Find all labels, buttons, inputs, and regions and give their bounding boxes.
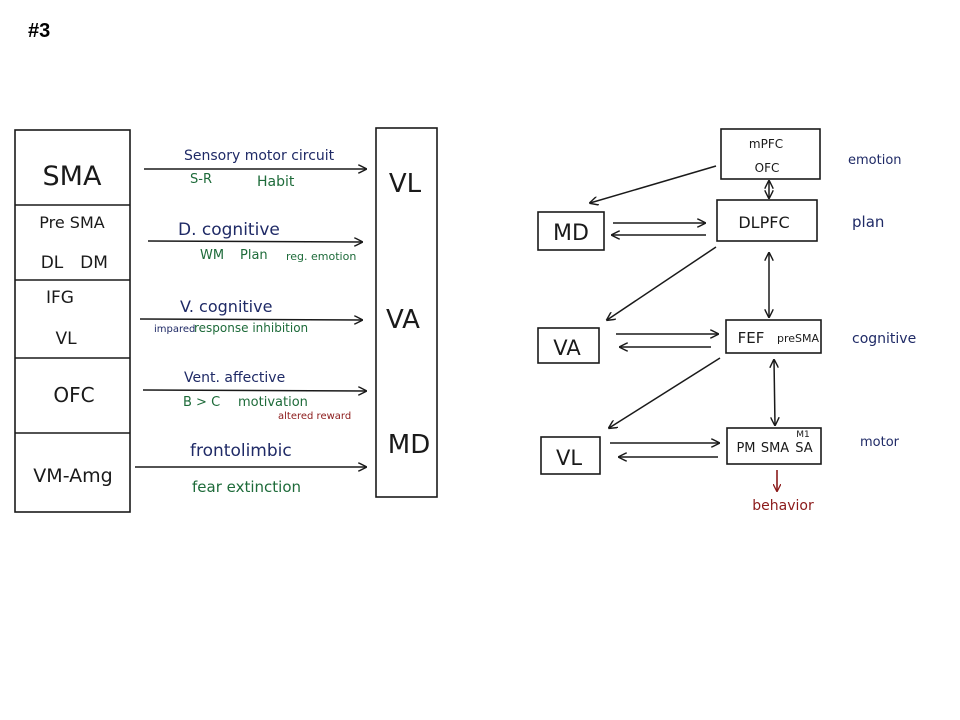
circuit-sensory-motor: Sensory motor circuit S-R Habit xyxy=(144,148,366,190)
circuit-note: reg. emotion xyxy=(286,250,356,263)
node-thalamus-va: VA xyxy=(537,327,600,364)
arrow xyxy=(139,319,362,320)
arrow xyxy=(774,360,775,425)
node-fef-presma: FEF preSMA xyxy=(725,319,822,354)
node-label-mpfc: mPFC xyxy=(749,137,783,151)
behavior-label: behavior xyxy=(752,498,814,514)
region-dl: DL xyxy=(41,253,64,273)
node-label-sa: SA xyxy=(795,441,812,456)
node-label-pm: PM xyxy=(736,441,755,456)
circuit-note: response inhibition xyxy=(194,321,308,335)
arrow xyxy=(142,390,366,391)
level-labels: emotion plan cognitive motor xyxy=(848,153,916,450)
connection-arrows xyxy=(590,165,777,491)
node-label-dlpfc: DLPFC xyxy=(738,213,789,232)
region-presma: Pre SMA xyxy=(39,213,104,232)
circuit-vent-affective: Vent. affective B > C motivation altered… xyxy=(142,370,366,422)
circuit-note: B > C xyxy=(183,395,220,410)
circuit-note: motivation xyxy=(238,395,308,410)
circuit-note: S-R xyxy=(190,172,212,187)
circuit-frontolimbic: frontolimbic fear extinction xyxy=(135,441,366,496)
node-frame xyxy=(716,199,818,242)
node-frame xyxy=(726,427,822,465)
thalamus-vl: VL xyxy=(389,169,422,199)
node-label-m1: M1 xyxy=(796,430,810,440)
circuit-title: Sensory motor circuit xyxy=(184,148,335,164)
circuit-note: fear extinction xyxy=(192,478,301,496)
level-label-emotion: emotion xyxy=(848,153,902,168)
arrow xyxy=(590,165,717,203)
node-thalamus-md: MD xyxy=(537,211,605,251)
slide-number: #3 xyxy=(28,20,51,42)
node-pm-sma-m1-sa: PM SMA M1 SA xyxy=(726,427,822,465)
node-label-presma: preSMA xyxy=(777,332,820,345)
thalamus-column: VL VA MD xyxy=(375,127,438,498)
node-dlpfc: DLPFC xyxy=(716,199,818,242)
circuit-note: WM xyxy=(200,248,224,263)
node-frame xyxy=(720,128,821,180)
cortical-regions-column: SMA Pre SMA DL DM IFG VL OFC VM-Amg xyxy=(14,129,131,513)
thalamus-va: VA xyxy=(386,305,420,335)
circuit-d-cognitive: D. cognitive WM Plan reg. emotion xyxy=(147,220,362,263)
circuit-v-cognitive: V. cognitive impared response inhibition xyxy=(139,297,362,335)
circuit-title: V. cognitive xyxy=(180,297,272,316)
node-frame xyxy=(537,327,600,364)
node-label-sma: SMA xyxy=(761,441,789,456)
node-thalamus-vl: VL xyxy=(540,436,601,475)
cortex-column-frame xyxy=(14,129,131,513)
node-mpfc-ofc: mPFC OFC xyxy=(720,128,821,180)
node-label-md: MD xyxy=(553,221,589,246)
circuit-title: frontolimbic xyxy=(190,441,292,461)
node-frame xyxy=(725,319,822,354)
level-label-cognitive: cognitive xyxy=(852,331,916,347)
node-frame xyxy=(537,211,605,251)
arrow xyxy=(609,357,721,428)
region-vm-amg: VM-Amg xyxy=(33,465,112,487)
region-ifg: IFG xyxy=(46,288,74,308)
circuit-title: D. cognitive xyxy=(178,220,280,240)
circuit-note: Plan xyxy=(240,248,268,263)
node-frame xyxy=(540,436,601,475)
thalamus-md: MD xyxy=(388,430,430,460)
level-label-motor: motor xyxy=(860,435,900,450)
region-ofc: OFC xyxy=(53,383,94,407)
node-label-fef: FEF xyxy=(738,329,765,347)
arrow xyxy=(607,246,717,320)
circuit-title: Vent. affective xyxy=(184,370,285,386)
thalamus-column-frame xyxy=(375,127,438,498)
region-dm: DM xyxy=(80,253,108,273)
node-label-vl: VL xyxy=(556,446,582,470)
circuit-note: Habit xyxy=(257,174,295,190)
node-label-va: VA xyxy=(553,336,581,360)
node-label-ofc: OFC xyxy=(755,161,780,175)
region-vl: VL xyxy=(55,329,77,349)
circuit-note: impared xyxy=(154,324,195,335)
circuit-note: altered reward xyxy=(278,411,351,422)
arrow xyxy=(147,241,362,242)
level-label-plan: plan xyxy=(852,213,884,231)
region-sma: SMA xyxy=(43,161,102,192)
